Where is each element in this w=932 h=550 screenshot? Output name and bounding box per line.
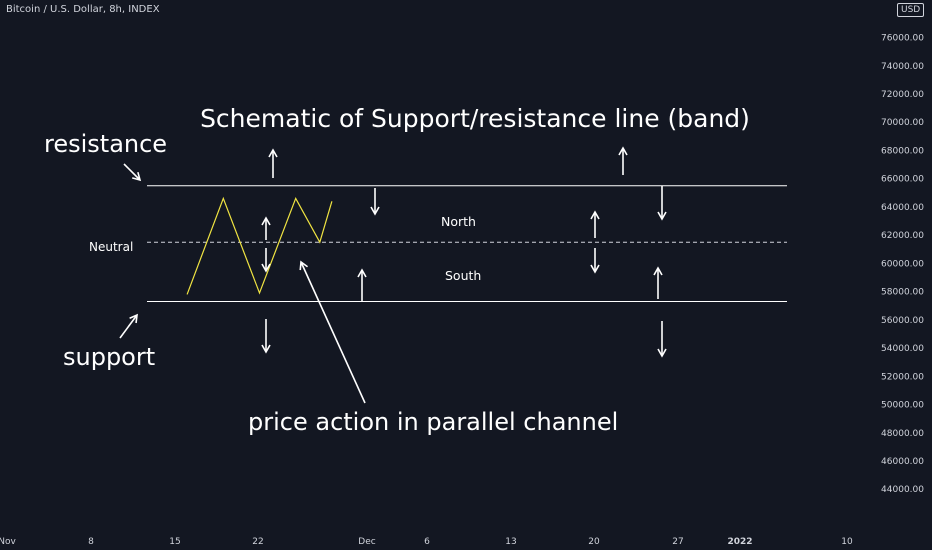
y-tick-label: 52000.00 [881, 372, 924, 382]
south-label: South [445, 268, 481, 283]
y-tick-label: 54000.00 [881, 344, 924, 354]
y-tick-label: 58000.00 [881, 288, 924, 298]
price-path-line [186, 196, 333, 295]
x-tick-label: 2022 [727, 537, 752, 547]
resistance-label: resistance [44, 130, 167, 158]
neutral-label: Neutral [89, 240, 133, 254]
y-tick-label: 60000.00 [881, 259, 924, 269]
y-tick-label: 76000.00 [881, 34, 924, 44]
y-tick-label: 72000.00 [881, 90, 924, 100]
y-tick-label: 66000.00 [881, 175, 924, 185]
x-tick-label: 10 [841, 537, 853, 547]
chart-title: Schematic of Support/resistance line (ba… [200, 104, 750, 133]
y-axis[interactable]: 76000.00 74000.00 72000.00 70000.00 68000.00… [881, 34, 924, 496]
price-action-label: price action in parallel channel [248, 408, 618, 436]
currency-badge[interactable]: USD [897, 3, 925, 17]
y-tick-label: 56000.00 [881, 316, 924, 326]
x-tick-label: 6 [424, 537, 430, 547]
x-tick-label: 13 [505, 537, 516, 547]
y-tick-label: 48000.00 [881, 429, 924, 439]
north-label: North [441, 214, 476, 229]
y-tick-label: 50000.00 [881, 401, 924, 411]
y-tick-label: 44000.00 [881, 485, 924, 495]
y-tick-label: 46000.00 [881, 457, 924, 467]
y-tick-label: 70000.00 [881, 118, 924, 128]
symbol-title: Bitcoin / U.S. Dollar, 8h, INDEX [6, 4, 160, 15]
x-tick-label: 20 [588, 537, 600, 547]
support-pointer-arrow [119, 313, 138, 339]
x-tick-label: 27 [672, 537, 683, 547]
x-tick-label: 8 [88, 537, 94, 547]
y-tick-label: 74000.00 [881, 62, 924, 72]
x-tick-label: Nov [0, 537, 16, 547]
y-tick-label: 64000.00 [881, 203, 924, 213]
x-tick-label: 22 [252, 537, 263, 547]
resistance-pointer-arrow [123, 163, 142, 182]
price-action-pointer-arrow [299, 260, 366, 404]
y-tick-label: 68000.00 [881, 146, 924, 156]
x-axis[interactable]: Nov 8 15 22 Dec 6 13 20 27 2022 10 [0, 537, 853, 547]
y-tick-label: 62000.00 [881, 231, 924, 241]
x-tick-label: 15 [169, 537, 180, 547]
x-tick-label: Dec [358, 537, 375, 547]
support-label: support [63, 343, 155, 371]
